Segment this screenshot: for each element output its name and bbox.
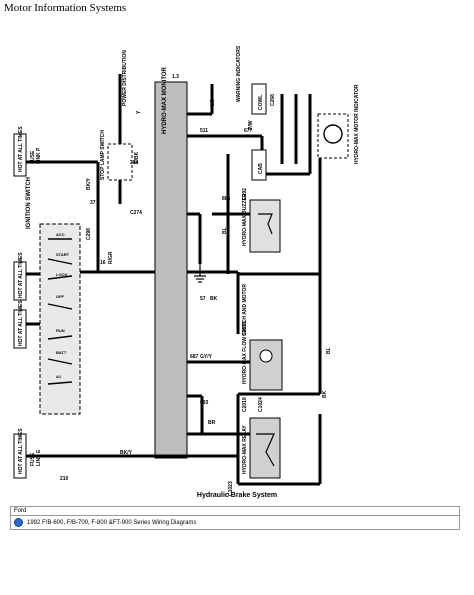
motor-indicator: HYDRO-MAX MOTOR INDICATOR xyxy=(317,84,360,164)
page-title: Motor Information Systems xyxy=(4,2,127,14)
wire-rgr: R/GR xyxy=(108,251,114,264)
wire-pw: LG xyxy=(210,99,216,106)
wire-gyy-2: BL xyxy=(326,347,332,354)
wire-bl: P/W xyxy=(248,120,254,130)
cowl-label: COWL xyxy=(258,95,264,110)
wire-687: 886 xyxy=(222,196,231,202)
motor-indicator-label: HYDRO-MAX MOTOR INDICATOR xyxy=(354,84,360,164)
sw-label-1: ACC xyxy=(56,232,65,237)
ignition-switch: IGNITION SWITCH ACC START LOCK OFF RUN B… xyxy=(26,177,81,415)
fuse-p-text-1: HOT AT ALL TIMES xyxy=(18,126,24,172)
wire-886: 677 xyxy=(244,128,253,134)
conn-c1024: C2015 xyxy=(242,321,248,336)
fuse-link-e-block: HOT AT ALL TIMES FUSE LINK E xyxy=(13,428,42,479)
conn-c1023: C2018 xyxy=(242,397,248,412)
wire-p: BR xyxy=(208,420,216,426)
fuse-e-text-1: HOT AT ALL TIMES xyxy=(18,428,24,474)
conn-c2015: C268 xyxy=(270,94,276,106)
hot-run-block: HOT AT ALL TIMES xyxy=(13,252,27,301)
power-distribution-label: POWER DISTRIBUTION xyxy=(122,50,128,106)
wire-br: GY/Y xyxy=(200,354,213,360)
sw-label-2: START xyxy=(56,252,70,257)
hydro-max-monitor: HYDRO-MAX MONITOR xyxy=(154,66,188,459)
flow-switch-label: HYDRO-MAX FLOW SWITCH AND MOTOR xyxy=(242,284,248,384)
footer-panel: Ford 1992 F/B-600, F/B-700, F-800 &FT-90… xyxy=(10,506,460,530)
footer-brand: Ford xyxy=(11,507,459,516)
sw-label-7: A1 xyxy=(56,374,62,379)
wire-284: 284 xyxy=(130,160,139,166)
conn-c268: C274 xyxy=(130,210,142,216)
wiring-diagram: HOT AT ALL TIMES FUSE LINK P HOT AT ALL … xyxy=(0,14,474,504)
hot-run-text: HOT AT ALL TIMES xyxy=(18,252,24,298)
buzzer-label: HYDRO-MAX BUZZER xyxy=(242,193,248,246)
cab-label: CAB xyxy=(258,163,264,174)
wire-gyy: BL xyxy=(222,227,228,234)
fuse-link-p-block: HOT AT ALL TIMES FUSE LINK P xyxy=(13,126,42,177)
cowl-connector: COWL xyxy=(251,83,267,115)
globe-icon xyxy=(14,518,23,527)
sw-label-3: LOCK xyxy=(56,272,67,277)
fuse-e-text-2: FUSE xyxy=(30,452,36,466)
footer-link-row[interactable]: 1992 F/B-600, F/B-700, F-800 &FT-900 Ser… xyxy=(11,516,459,529)
hydro-max-relay: HYDRO-MAX RELAY xyxy=(242,417,281,479)
warning-indicators-label: WARNING INDICATORS xyxy=(236,45,242,102)
conn-c2018: C292 xyxy=(242,188,248,200)
flow-switch-and-motor: HYDRO-MAX FLOW SWITCH AND MOTOR xyxy=(242,284,283,391)
ground-symbol xyxy=(194,264,206,283)
monitor-label: HYDRO-MAX MONITOR xyxy=(162,66,168,134)
wire-bky: BK/Y xyxy=(86,177,92,190)
wire-855: 693 xyxy=(200,400,209,406)
wire-bk: BK xyxy=(210,296,218,302)
fuse-p-text-2: FUSE xyxy=(30,150,36,164)
conn-c197: C1023 xyxy=(228,481,234,496)
wire-bk-2: BK xyxy=(322,390,328,398)
cab-connector: CAB xyxy=(251,149,267,181)
diagram-caption: Hydraulic Brake System xyxy=(196,492,278,499)
sw-label-6: BATT xyxy=(56,350,67,355)
hot-acc-block: HOT AT ALL TIMES xyxy=(13,300,27,349)
wire-210-color: BK/Y xyxy=(120,450,133,456)
sw-label-5: RUN xyxy=(56,328,65,333)
wire-16: 16 xyxy=(100,260,106,266)
wire-37: 37 xyxy=(90,200,96,206)
hot-acc-text: HOT AT ALL TIMES xyxy=(18,300,24,346)
wire-57: 57 xyxy=(200,296,206,302)
conn-c292: C298 xyxy=(86,228,92,240)
fuse-p-text-3: LINK P xyxy=(36,147,42,164)
stop-lamp-label: STOP LAMP SWITCH xyxy=(100,130,106,180)
hydro-max-buzzer: HYDRO-MAX BUZZER xyxy=(242,193,281,253)
ignition-switch-label: IGNITION SWITCH xyxy=(26,177,32,229)
sw-label-4: OFF xyxy=(56,294,65,299)
conn-c298: Y xyxy=(136,110,142,114)
footer-link[interactable]: 1992 F/B-600, F/B-700, F-800 &FT-900 Ser… xyxy=(27,519,197,526)
wire-rbk: R/BK xyxy=(134,151,140,164)
conn-c274: 1.3 xyxy=(172,74,179,80)
wire-677: 511 xyxy=(200,128,208,134)
wire-693: 687 xyxy=(190,354,199,360)
relay-label: HYDRO-MAX RELAY xyxy=(242,425,248,474)
wire-210: 210 xyxy=(60,476,69,482)
conn-c1022: C1024 xyxy=(258,397,264,412)
stop-lamp-switch: STOP LAMP SWITCH xyxy=(100,130,133,181)
